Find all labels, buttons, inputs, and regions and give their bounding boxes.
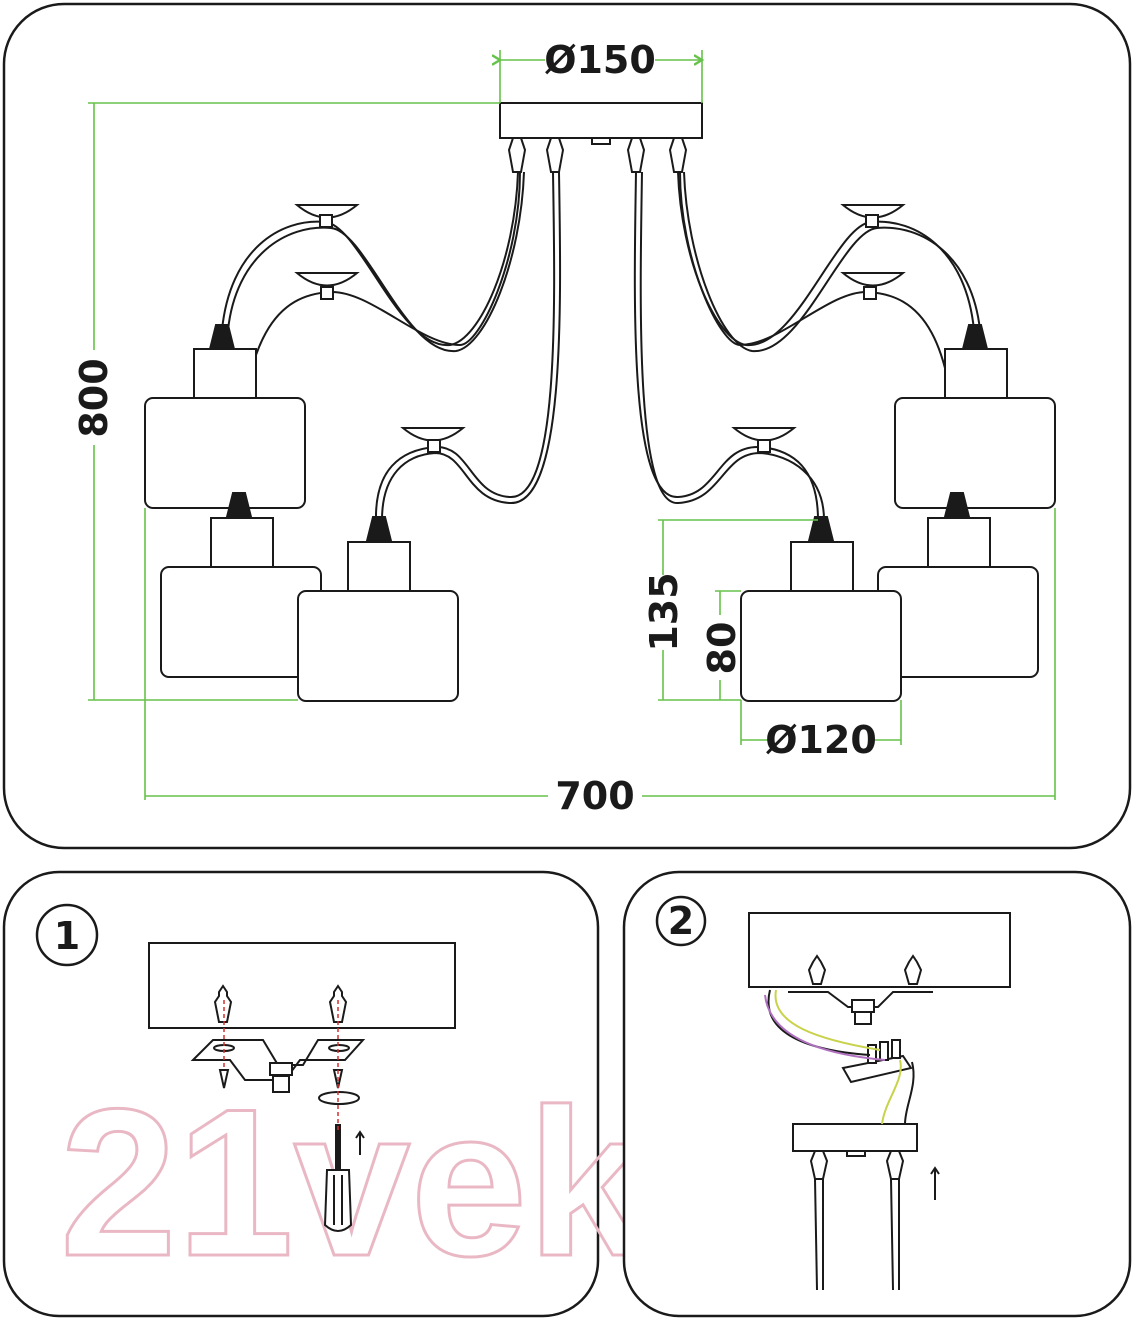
screw-paths [223, 1000, 339, 1130]
dim-width: 700 [555, 774, 634, 818]
dim-shade-total-height: 135 [642, 572, 686, 651]
dim-height: 800 [72, 358, 116, 437]
lamp-arms [221, 171, 981, 521]
dim-shade-height: 80 [700, 622, 744, 675]
step-2-number: 2 [668, 899, 694, 943]
arm-hooks [294, 204, 906, 453]
dim-canopy-diameter: Ø150 [544, 38, 656, 82]
step-2-illustration [748, 912, 1011, 1291]
step-1-number: 1 [54, 914, 80, 958]
step-1-badge: 1 [35, 903, 99, 967]
step-2-badge: 2 [655, 895, 707, 947]
step-2-wires [764, 989, 915, 1125]
step-1-illustration [148, 942, 456, 1232]
lamp-shades [144, 324, 1056, 702]
dimension-lines [88, 50, 1056, 800]
dim-shade-diameter: Ø120 [765, 718, 877, 762]
